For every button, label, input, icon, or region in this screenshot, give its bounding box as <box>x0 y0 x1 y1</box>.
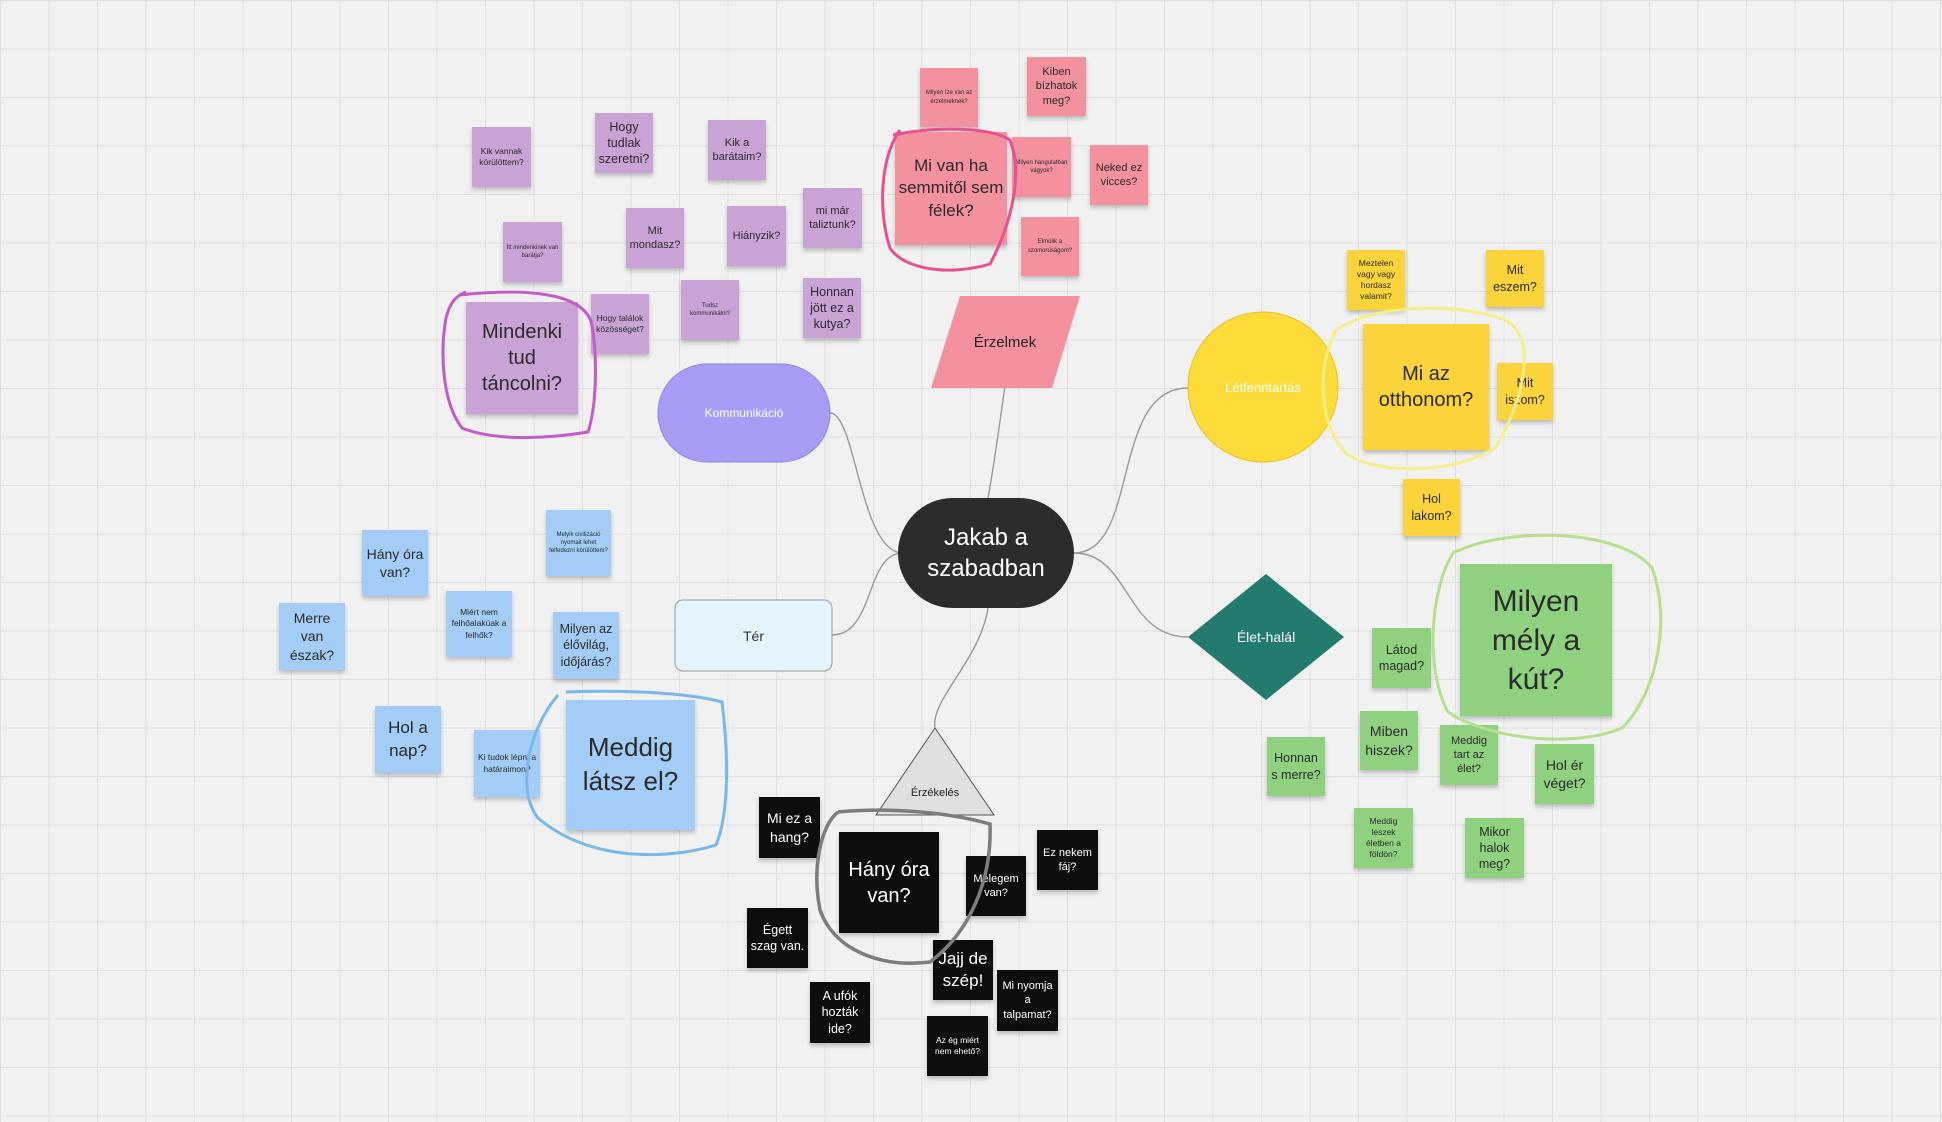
connector-elethalal <box>1073 552 1189 638</box>
sticky-note[interactable]: Hány óra van? <box>839 832 939 933</box>
connector-erzelmek <box>987 385 1006 499</box>
sticky-note[interactable]: Mindenki tud táncolni? <box>466 302 578 414</box>
sticky-note[interactable]: Mi nyomja a talpamat? <box>997 970 1058 1031</box>
sticky-note[interactable]: Miért nem felhőalakúak a felhők? <box>446 591 512 657</box>
sticky-note[interactable]: Kik a barátaim? <box>708 120 766 180</box>
erzelmek-label: Érzelmek <box>973 333 1037 351</box>
sticky-note[interactable]: Melyik civilizáció nyomait lehet felfede… <box>546 510 611 576</box>
sticky-note[interactable]: Honnan jött ez a kutya? <box>803 278 861 338</box>
sticky-note[interactable]: Meztelen vagy vagy hordasz valamit? <box>1347 250 1405 310</box>
sticky-note[interactable]: Hány óra van? <box>362 530 428 596</box>
sticky-note[interactable]: Miben hiszek? <box>1360 711 1418 770</box>
sticky-note[interactable]: Meddig leszek életben a földön? <box>1354 808 1413 868</box>
sticky-note[interactable]: Milyen mély a kút? <box>1460 564 1612 716</box>
sticky-note[interactable]: Mikor halok meg? <box>1465 818 1524 878</box>
sticky-note[interactable]: mi már taliztunk? <box>803 188 862 248</box>
sticky-note[interactable]: Kiben bízhatok meg? <box>1027 57 1086 116</box>
sticky-note[interactable]: Itt mindenkinek van barátja? <box>503 222 562 282</box>
sticky-note[interactable]: Hol ér véget? <box>1535 744 1594 804</box>
sticky-note[interactable]: Hogy tudlak szeretni? <box>595 113 653 173</box>
sticky-note[interactable]: Mit iszom? <box>1497 363 1553 420</box>
sticky-note[interactable]: Jajj de szép! <box>933 940 993 1000</box>
sticky-note[interactable]: Mit mondasz? <box>626 208 684 268</box>
sticky-note[interactable]: Milyen az élővilág, időjárás? <box>553 612 619 679</box>
sticky-note[interactable]: Mi az otthonom? <box>1363 324 1489 450</box>
connector-kommunikacio <box>829 412 904 554</box>
erzekeles-label: Érzékelés <box>910 787 960 799</box>
sticky-note[interactable]: Mi ez a hang? <box>759 797 820 858</box>
sticky-note[interactable]: Meddig látsz el? <box>566 700 695 830</box>
sticky-note[interactable]: Látod magad? <box>1372 628 1431 688</box>
connector-erzekeles <box>934 607 989 729</box>
sticky-note[interactable]: Ki tudok lépni a határaimon? <box>474 730 540 797</box>
connector-ter <box>831 552 904 636</box>
sticky-note[interactable]: Elmúlik a szomorúságom? <box>1021 217 1079 276</box>
sticky-note[interactable]: Neked ez vicces? <box>1090 145 1148 205</box>
sticky-note[interactable]: Milyen hangulatban vagyok? <box>1012 137 1071 197</box>
sticky-note[interactable]: Kik vannak körülöttem? <box>472 127 531 187</box>
elethalal-label: Élet-halál <box>1236 629 1296 645</box>
sticky-note[interactable]: Milyen íze van az érzelmeknek? <box>920 68 978 127</box>
sticky-note[interactable]: Melegem van? <box>966 856 1026 916</box>
sticky-note[interactable]: Tudsz kommunikálni? <box>681 280 739 340</box>
sticky-note[interactable]: Honnan s merre? <box>1267 737 1325 796</box>
sticky-note[interactable]: Hol lakom? <box>1403 479 1460 536</box>
center-label: Jakab a szabadban <box>927 523 1045 582</box>
sticky-note[interactable]: Az ég miért nem ehető? <box>927 1016 988 1076</box>
connector-letfenntartas <box>1073 387 1189 554</box>
sticky-note[interactable]: Hol a nap? <box>375 706 441 773</box>
letfenntartas-label: Létfenntartás <box>1225 379 1301 395</box>
sticky-note[interactable]: Mi van ha semmitől sem félek? <box>895 132 1007 245</box>
sticky-note[interactable]: Ez nekem fáj? <box>1037 830 1098 890</box>
sticky-note[interactable]: Mit eszem? <box>1486 250 1544 307</box>
ter-label: Tér <box>743 627 764 644</box>
sticky-note[interactable]: A ufók hozták ide? <box>810 982 870 1043</box>
sticky-note[interactable]: Hiányzik? <box>727 206 786 266</box>
sticky-note[interactable]: Égett szag van. <box>747 908 808 968</box>
sticky-note[interactable]: Meddig tart az élet? <box>1440 725 1498 785</box>
sticky-note[interactable]: Merre van észak? <box>279 603 345 670</box>
kommunikacio-label: Kommunikáció <box>704 406 784 420</box>
sticky-note[interactable]: Hogy találok közösséget? <box>591 294 649 354</box>
